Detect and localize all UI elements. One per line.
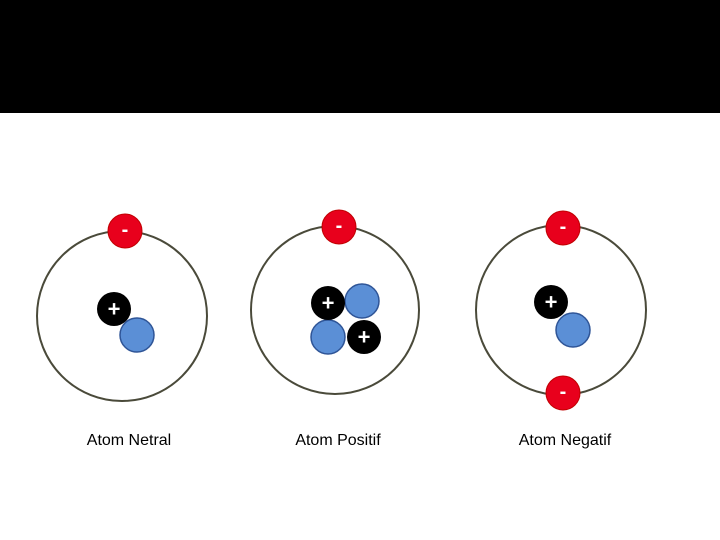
atom-neutral: + - <box>37 214 207 401</box>
atom-neutral-electron-sign: - <box>122 219 129 241</box>
atom-negative-neutron <box>556 313 590 347</box>
atom-positive: + + - <box>251 210 419 394</box>
atom-neutral-electron: - <box>108 214 142 248</box>
atom-negative: + - - <box>476 211 646 410</box>
atom-negative-electron: - <box>546 211 580 245</box>
atom-negative-proton-sign: + <box>545 290 558 315</box>
atom-negative-electron-sign: - <box>560 381 567 403</box>
atom-positive-proton-sign: + <box>358 325 371 350</box>
atom-neutral-neutron <box>120 318 154 352</box>
atom-positive-proton: + <box>311 286 345 320</box>
atom-negative-proton: + <box>534 285 568 319</box>
atom-positive-electron: - <box>322 210 356 244</box>
atom-negative-electron: - <box>546 376 580 410</box>
atom-neutral-proton: + <box>97 292 131 326</box>
atom-negative-electron-sign: - <box>560 216 567 238</box>
atom-negative-label: Atom Negatif <box>465 432 665 450</box>
atom-positive-electron-sign: - <box>336 215 343 237</box>
atom-neutral-proton-sign: + <box>108 297 121 322</box>
atom-positive-proton: + <box>347 320 381 354</box>
atom-positive-neutron <box>311 320 345 354</box>
atom-positive-label: Atom Positif <box>238 432 438 450</box>
atom-neutral-label: Atom Netral <box>29 432 229 450</box>
atom-positive-proton-sign: + <box>322 291 335 316</box>
atom-positive-neutron <box>345 284 379 318</box>
